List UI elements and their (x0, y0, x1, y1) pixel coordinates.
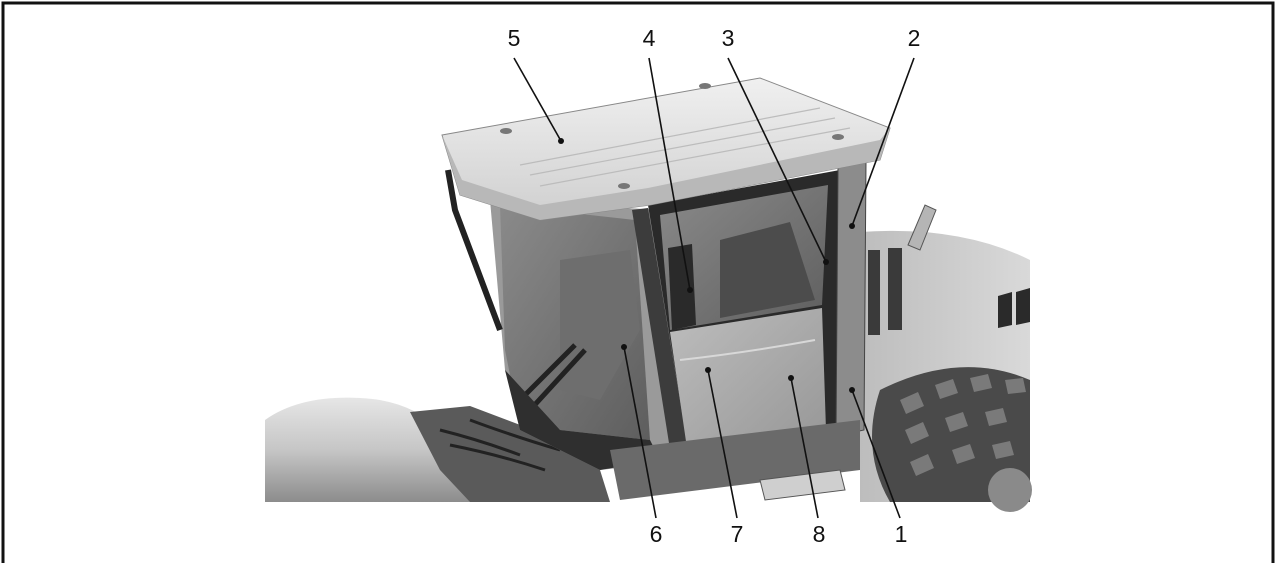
step (759, 469, 846, 501)
lower-dash (505, 370, 660, 470)
mirror (668, 244, 696, 330)
tyre-treads (900, 374, 1026, 476)
callout-5: 5 (508, 25, 564, 144)
handrail (445, 169, 503, 332)
hoses (439, 418, 561, 472)
callout-2: 2 (849, 25, 920, 229)
callout-1: 1 (849, 387, 907, 547)
callout-7: 7 (705, 367, 743, 547)
callout-1-label: 1 (895, 521, 908, 547)
roof-bolts (500, 83, 844, 189)
door-crease (679, 339, 816, 361)
callout-6: 6 (621, 344, 662, 547)
roof-ribs (519, 107, 851, 187)
machine-render (265, 77, 1032, 512)
callout-3: 3 (722, 25, 829, 265)
callout-4: 4 (643, 25, 693, 293)
callout-8: 8 (788, 375, 825, 547)
roof-edge (442, 128, 890, 220)
wiper (518, 343, 587, 412)
exhaust-pipe (907, 204, 937, 251)
callout-6-label: 6 (650, 521, 663, 547)
hood-grille (998, 288, 1030, 328)
hood-vent (868, 248, 902, 335)
rear-pillar (835, 161, 867, 437)
callout-2-label: 2 (908, 25, 921, 51)
chassis (410, 406, 610, 502)
wheel-hub (988, 468, 1032, 512)
callout-3-label: 3 (722, 25, 735, 51)
cab-interior (560, 250, 640, 400)
callouts: 1 2 3 4 5 6 7 (508, 25, 921, 547)
cab-base (610, 420, 860, 500)
callout-7-label: 7 (731, 521, 744, 547)
seat (720, 222, 815, 318)
callout-4-label: 4 (643, 25, 656, 51)
callout-8-label: 8 (813, 521, 826, 547)
front-pillar (632, 208, 690, 462)
callout-5-label: 5 (508, 25, 521, 51)
